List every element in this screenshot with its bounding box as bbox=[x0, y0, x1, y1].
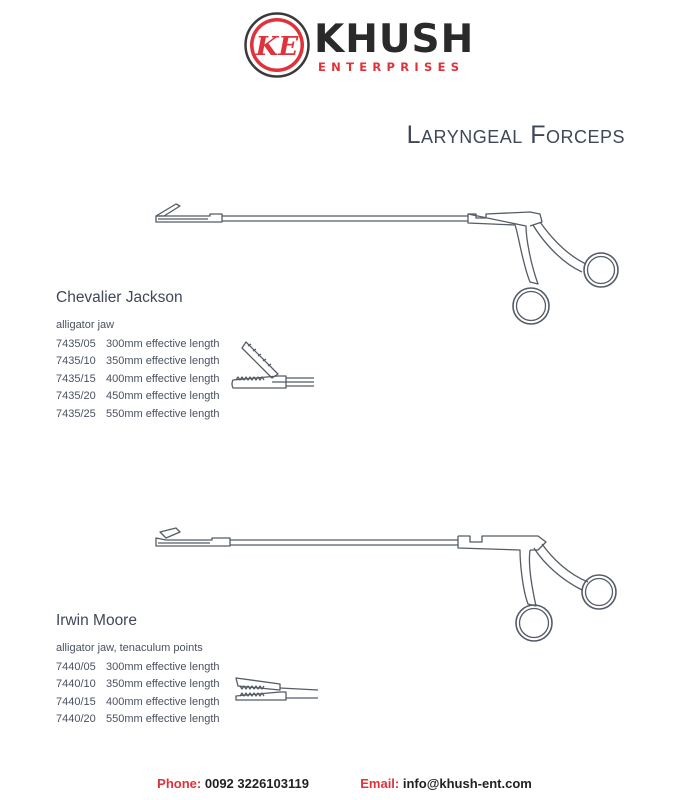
item-desc: 400mm effective length bbox=[106, 695, 220, 708]
item-code: 7435/05 bbox=[56, 337, 96, 350]
irwin-moore-forceps-illustration bbox=[155, 527, 617, 642]
spec-row: 7435/15 400mm effective length bbox=[56, 372, 220, 390]
item-code: 7435/25 bbox=[56, 407, 96, 420]
item-code: 7440/10 bbox=[56, 678, 96, 691]
item-code: 7440/05 bbox=[56, 660, 96, 673]
spec-row: 7435/20 450mm effective length bbox=[56, 390, 220, 408]
product-name: Chevalier Jackson bbox=[56, 289, 183, 306]
spec-table: 7440/05 300mm effective length 7440/10 350… bbox=[56, 660, 220, 730]
contact-footer: Phone: 0092 3226103119 Email: info@khush… bbox=[0, 776, 689, 791]
jaw-description: alligator jaw bbox=[56, 319, 115, 331]
spec-row: 7435/25 550mm effective length bbox=[56, 407, 220, 425]
page-title: Laryngeal Forceps bbox=[406, 121, 625, 149]
item-desc: 350mm effective length bbox=[106, 678, 220, 691]
chevalier-jackson-forceps-illustration bbox=[155, 203, 619, 325]
spec-row: 7435/10 350mm effective length bbox=[56, 355, 220, 373]
email-label: Email: bbox=[360, 776, 400, 791]
phone-label: Phone: bbox=[157, 776, 202, 791]
brand-name: KHUSH bbox=[314, 17, 475, 62]
spec-row: 7440/20 550mm effective length bbox=[56, 713, 220, 731]
item-desc: 550mm effective length bbox=[106, 713, 220, 726]
item-desc: 550mm effective length bbox=[106, 407, 220, 420]
item-desc: 300mm effective length bbox=[106, 660, 220, 673]
email-address[interactable]: info@khush-ent.com bbox=[402, 776, 532, 791]
spec-row: 7440/05 300mm effective length bbox=[56, 660, 220, 678]
item-code: 7440/20 bbox=[56, 713, 96, 726]
phone-number[interactable]: 0092 3226103119 bbox=[204, 776, 309, 791]
spec-row: 7435/05 300mm effective length bbox=[56, 337, 220, 355]
brand-subtitle: ENTERPRISES bbox=[318, 60, 465, 74]
product-chevalier-jackson: Chevalier Jackson alligator jaw 7435/05 3… bbox=[56, 289, 220, 425]
monogram-text: KE bbox=[255, 32, 300, 62]
item-desc: 450mm effective length bbox=[106, 390, 220, 403]
item-code: 7435/15 bbox=[56, 372, 96, 385]
item-desc: 300mm effective length bbox=[106, 337, 220, 350]
spec-table: 7435/05 300mm effective length 7435/10 350… bbox=[56, 337, 220, 425]
jaw-description: alligator jaw, tenaculum points bbox=[56, 642, 203, 654]
ke-monogram-emblem: KE bbox=[244, 12, 310, 78]
tenaculum-jaw-detail-illustration bbox=[235, 677, 319, 701]
brand-logo: KE KHUSH ENTERPRISES bbox=[244, 12, 473, 80]
item-code: 7435/10 bbox=[56, 355, 96, 368]
spec-row: 7440/15 400mm effective length bbox=[56, 695, 220, 713]
item-code: 7435/20 bbox=[56, 390, 96, 403]
spec-row: 7440/10 350mm effective length bbox=[56, 678, 220, 696]
product-irwin-moore: Irwin Moore alligator jaw, tenaculum poi… bbox=[56, 612, 220, 730]
item-desc: 350mm effective length bbox=[106, 355, 220, 368]
alligator-jaw-detail-illustration bbox=[231, 341, 314, 389]
item-code: 7440/15 bbox=[56, 695, 96, 708]
item-desc: 400mm effective length bbox=[106, 372, 220, 385]
product-name: Irwin Moore bbox=[56, 612, 137, 629]
